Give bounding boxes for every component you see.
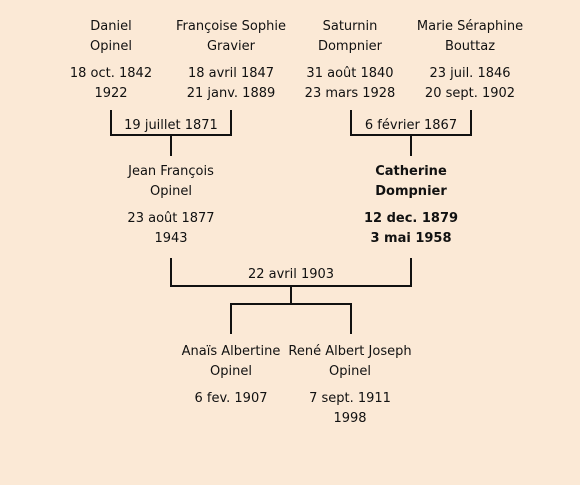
person-birth-date: 18 avril 1847 [187,66,275,81]
person-dates: 12 dec. 1879 3 mai 1958 [341,209,481,249]
person-death-date: 1922 [94,86,128,101]
marriage-date-right: 6 février 1867 [364,118,458,133]
person-first-name: Anaïs Albertine [181,344,281,359]
person-birth-date: 23 juil. 1846 [429,66,511,81]
person-daniel-opinel: Daniel Opinel 18 oct. 1842 1922 [41,17,181,104]
person-dates: 31 août 1840 23 mars 1928 [280,64,420,104]
connector-line [170,258,172,287]
person-birth-date: 7 sept. 1911 [309,391,391,406]
person-birth-date: 6 fev. 1907 [194,391,268,406]
person-first-name: Marie Séraphine [416,19,524,34]
person-dates: 18 avril 1847 21 janv. 1889 [161,64,301,104]
marriage-date-center: 22 avril 1903 [247,267,335,282]
person-death-date: 23 mars 1928 [304,86,396,101]
person-birth-date: 23 août 1877 [127,211,215,226]
person-first-name: Daniel [90,19,132,34]
connector-line [230,110,232,136]
person-dates: 6 fev. 1907 [161,389,301,409]
person-death-date: 21 janv. 1889 [186,86,276,101]
person-last-name: Opinel [150,184,192,199]
connector-line [230,303,232,334]
person-last-name: Opinel [90,39,132,54]
connector-line [350,110,352,136]
person-jean-francois-opinel: Jean François Opinel 23 août 1877 1943 [101,162,241,249]
person-birth-date: 12 dec. 1879 [363,211,459,226]
person-first-name: Françoise Sophie [175,19,286,34]
person-last-name: Dompnier [375,184,447,199]
person-first-name: René Albert Joseph [288,344,412,359]
person-last-name: Bouttaz [444,39,496,54]
connector-line [470,110,472,136]
person-death-date: 1943 [154,231,188,246]
person-catherine-dompnier: Catherine Dompnier 12 dec. 1879 3 mai 19… [341,162,481,249]
person-francoise-sophie-gravier: Françoise Sophie Gravier 18 avril 1847 2… [161,17,301,104]
connector-line [230,303,352,305]
marriage-date-left: 19 juillet 1871 [124,118,218,133]
person-death-date: 3 mai 1958 [370,231,452,246]
person-death-date: 20 sept. 1902 [424,86,516,101]
person-dates: 7 sept. 1911 1998 [280,389,420,429]
person-last-name: Opinel [210,364,252,379]
person-dates: 23 août 1877 1943 [101,209,241,249]
connector-line [290,285,292,305]
person-first-name: Jean François [128,164,214,179]
person-last-name: Gravier [206,39,256,54]
person-birth-date: 18 oct. 1842 [69,66,153,81]
person-death-date: 1998 [333,411,367,426]
person-anais-albertine-opinel: Anaïs Albertine Opinel 6 fev. 1907 [161,342,301,409]
person-rene-albert-joseph-opinel: René Albert Joseph Opinel 7 sept. 1911 1… [280,342,420,429]
connector-line [410,134,412,156]
connector-line [170,134,172,156]
person-first-name: Catherine [375,164,447,179]
connector-line [110,110,112,136]
person-saturnin-dompnier: Saturnin Dompnier 31 août 1840 23 mars 1… [280,17,420,104]
person-dates: 18 oct. 1842 1922 [41,64,181,104]
person-dates: 23 juil. 1846 20 sept. 1902 [400,64,540,104]
person-first-name: Saturnin [322,19,378,34]
person-last-name: Dompnier [317,39,383,54]
person-birth-date: 31 août 1840 [306,66,394,81]
person-last-name: Opinel [329,364,371,379]
person-marie-seraphine-bouttaz: Marie Séraphine Bouttaz 23 juil. 1846 20… [400,17,540,104]
connector-line [350,303,352,334]
connector-line [410,258,412,287]
